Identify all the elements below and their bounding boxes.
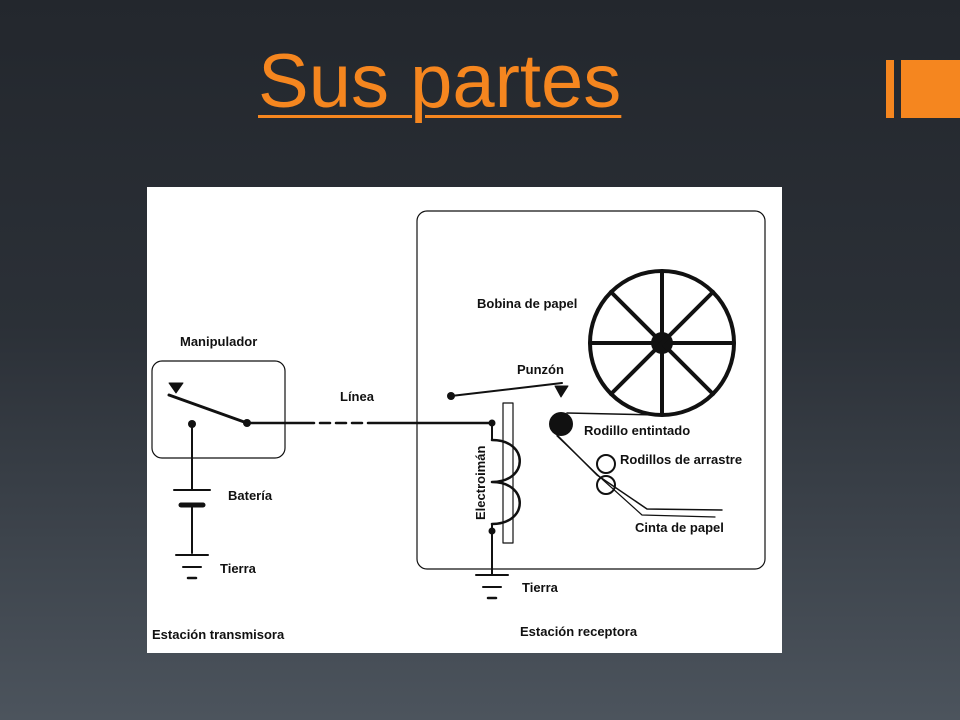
label-electroiman: Electroimán (473, 446, 488, 520)
drive-roller-bottom (596, 475, 616, 495)
paper-tape-lower (556, 435, 716, 518)
label-tierra-transmisor: Tierra (220, 561, 257, 576)
electromagnet-coil (490, 438, 521, 526)
key-knob (168, 382, 184, 394)
label-punzon: Punzón (517, 362, 564, 377)
armature-lever (450, 382, 563, 397)
paper-spool-spokes (588, 269, 736, 417)
label-rodillo-entintado: Rodillo entintado (584, 423, 690, 438)
label-manipulador: Manipulador (180, 334, 257, 349)
accent-bar-thick (901, 60, 960, 118)
label-rodillos-de-arrastre: Rodillos de arrastre (620, 452, 742, 467)
punzon-tip (554, 385, 569, 398)
label-tierra-receptor: Tierra (522, 580, 559, 595)
key-lever (167, 393, 249, 425)
label-bobina-de-papel: Bobina de papel (477, 296, 577, 311)
inked-roller (549, 412, 573, 436)
label-estacion-transmisora: Estación transmisora (152, 627, 285, 642)
transmitter-box (151, 360, 286, 459)
electromagnet-core (502, 402, 514, 544)
receiver-box (416, 210, 766, 570)
label-cinta-de-papel: Cinta de papel (635, 520, 724, 535)
label-bateria: Batería (228, 488, 273, 503)
telegraph-diagram: Manipulador Batería Tierra Estación tran… (147, 187, 782, 653)
label-linea: Línea (340, 389, 375, 404)
drive-roller-top (596, 454, 616, 474)
accent-bar-thin (886, 60, 894, 118)
slide-title: Sus partes (258, 39, 622, 124)
label-estacion-receptora: Estación receptora (520, 624, 638, 639)
